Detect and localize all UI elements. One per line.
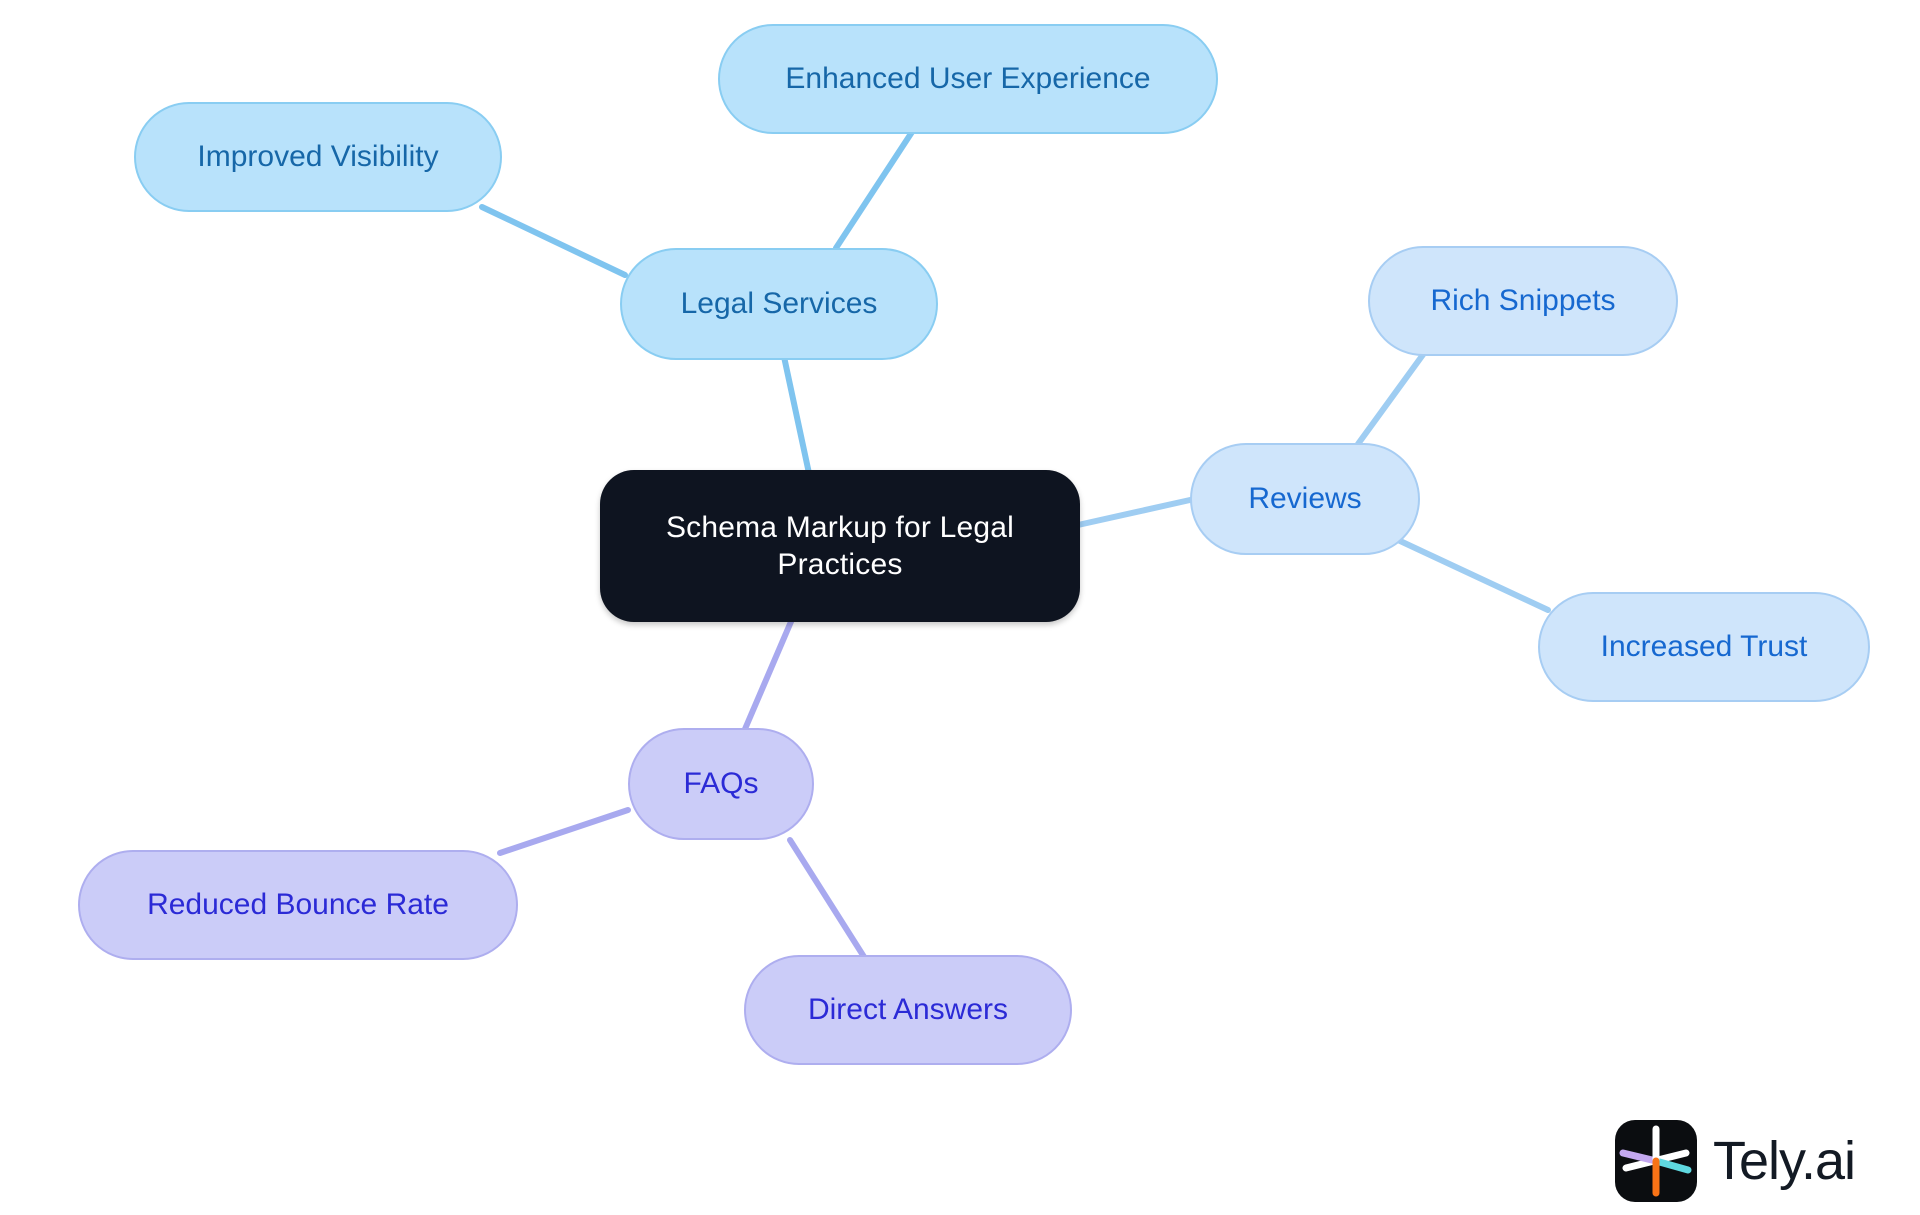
tely-logo-mark-icon [1615, 1120, 1697, 1202]
node-enhanced-user-experience[interactable]: Enhanced User Experience [718, 24, 1218, 134]
edge-root-legal-services [780, 349, 813, 481]
edge-root-reviews [1075, 497, 1193, 528]
node-improved-visibility[interactable]: Improved Visibility [134, 102, 502, 212]
node-legal-services[interactable]: Legal Services [620, 248, 938, 360]
node-direct-answers[interactable]: Direct Answers [744, 955, 1072, 1065]
node-reduced-bounce-rate[interactable]: Reduced Bounce Rate [78, 850, 518, 960]
edge-legal-services-enhanced-user-experience [833, 129, 915, 251]
edge-faqs-direct-answers [787, 837, 869, 963]
edge-reviews-increased-trust [1395, 537, 1551, 613]
node-rich-snippets[interactable]: Rich Snippets [1368, 246, 1678, 356]
edge-reviews-rich-snippets [1355, 342, 1433, 447]
node-increased-trust[interactable]: Increased Trust [1538, 592, 1870, 702]
edge-root-faqs [742, 614, 796, 732]
node-reviews[interactable]: Reviews [1190, 443, 1420, 555]
tely-ai-logo: Tely.ai [1615, 1120, 1856, 1202]
edge-faqs-reduced-bounce-rate [497, 807, 631, 856]
node-root[interactable]: Schema Markup for Legal Practices [600, 470, 1080, 622]
tely-ai-wordmark: Tely.ai [1713, 1131, 1856, 1191]
node-faqs[interactable]: FAQs [628, 728, 814, 840]
edge-legal-services-improved-visibility [479, 204, 628, 278]
